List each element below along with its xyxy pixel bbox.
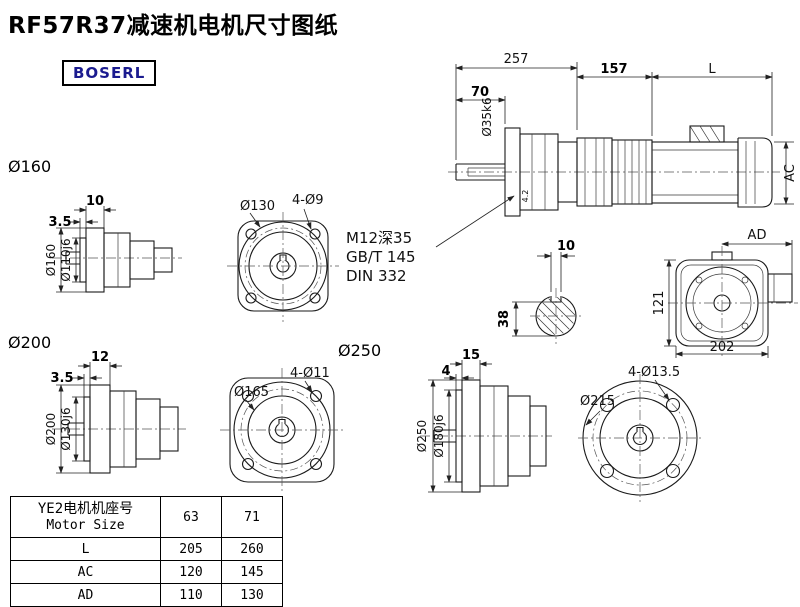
motor-rear-width-label: 202 (710, 340, 735, 355)
key-depth-label: 38 (497, 310, 512, 328)
dim-stage-label: 157 (600, 62, 627, 77)
face165-holes-label: 4-Ø11 (290, 366, 330, 381)
flange200-dim-a-label: 12 (91, 350, 109, 365)
motor-rear-view: AD 121 202 (652, 228, 798, 358)
table-cell: 110 (161, 584, 222, 607)
shaft-diameter-label: Ø35k6 (480, 97, 494, 136)
flange200-view-label: Ø200 (8, 333, 51, 352)
flange200-od-label: Ø200 (44, 413, 58, 445)
face130-front-view: Ø130 4-Ø9 (227, 193, 339, 322)
face130-holes-label: 4-Ø9 (292, 193, 323, 208)
table-header-row: YE2电机机座号 Motor Size 63 71 (11, 497, 283, 538)
table-row-label: AC (11, 561, 161, 584)
dim-shaft-length-label: 70 (471, 85, 489, 100)
flange200-dim-b-label: 3.5 (50, 371, 73, 386)
table-cell: 120 (161, 561, 222, 584)
flange160-spigot-label: Ø110j6 (59, 238, 73, 281)
table-cell: 145 (222, 561, 283, 584)
motor-rear-height-label: 121 (652, 291, 667, 316)
table-size-71: 71 (222, 497, 283, 538)
flange160-dim-b-label: 3.5 (48, 215, 71, 230)
flange160-side-view: Ø160 10 3.5 Ø160 Ø110j6 (8, 157, 182, 293)
motor-rear-ad-label: AD (748, 228, 767, 243)
table-cell: 205 (161, 538, 222, 561)
flange250-od-label: Ø250 (415, 420, 429, 452)
shaft-section-view: 10 38 (497, 239, 582, 344)
flange250-dim-b-label: 4 (441, 364, 450, 379)
dim-overall-label: 257 (504, 52, 529, 67)
dim-ac-label: AC (783, 164, 798, 182)
face215-dia-label: Ø215 (580, 394, 615, 409)
dim-motor-length-label: L (708, 62, 716, 77)
flange200-side-view: Ø200 12 3.5 Ø200 Ø130j6 (8, 333, 186, 474)
flange250-spigot-label: Ø180j6 (432, 414, 446, 457)
flange160-dim-a-label: 10 (86, 194, 104, 209)
table-row-label: L (11, 538, 161, 561)
table-size-63: 63 (161, 497, 222, 538)
face165-dia-label: Ø165 (234, 385, 269, 400)
table-cell: 260 (222, 538, 283, 561)
flange250-view-label: Ø250 (338, 341, 381, 360)
table-row-label: AD (11, 584, 161, 607)
face165-front-view: Ø165 4-Ø11 Ø250 (220, 341, 381, 494)
table-row-L: L 205 260 (11, 538, 283, 561)
flange250-side-view: 15 4 Ø250 Ø180j6 (415, 348, 552, 493)
face215-front-view: 4-Ø13.5 Ø215 (578, 365, 704, 502)
page-title: RF57R37减速机电机尺寸图纸 (8, 13, 339, 39)
table-header-cn: YE2电机机座号 (37, 500, 134, 517)
face215-holes-label: 4-Ø13.5 (628, 365, 680, 380)
flange160-od-label: Ø160 (44, 244, 58, 276)
tap-note-line1: M12深35 (346, 229, 412, 247)
flange200-spigot-label: Ø130j6 (59, 407, 73, 450)
table-row-AC: AC 120 145 (11, 561, 283, 584)
motor-size-table: YE2电机机座号 Motor Size 63 71 L 205 260 AC 1… (10, 496, 283, 607)
table-header-en: Motor Size (46, 517, 125, 533)
tap-note-line3: DIN 332 (346, 267, 407, 285)
main-assembly-view: 257 157 L 70 Ø35k6 AC 4.2 M12深35 GB/T 14… (346, 52, 798, 285)
table-cell: 130 (222, 584, 283, 607)
key-width-label: 10 (557, 239, 575, 254)
flange250-dim-a-label: 15 (462, 348, 480, 363)
tap-note-line2: GB/T 145 (346, 248, 416, 266)
table-header-cell: YE2电机机座号 Motor Size (11, 497, 161, 538)
brand-logo: BOSERL (62, 60, 157, 86)
flange160-view-label: Ø160 (8, 157, 51, 176)
table-row-AD: AD 110 130 (11, 584, 283, 607)
face130-dia-label: Ø130 (240, 199, 275, 214)
flange-note-label: 4.2 (521, 190, 530, 203)
